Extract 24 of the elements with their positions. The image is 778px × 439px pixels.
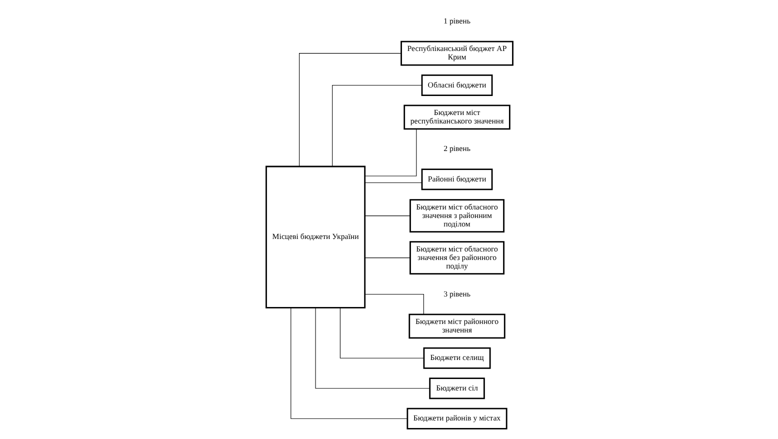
connector [364, 257, 410, 258]
connector [314, 307, 430, 388]
node-box: Місцеві бюджети України [265, 165, 366, 308]
node-box: Бюджети міст обласного значення з районним поділом [409, 198, 504, 232]
label: 3 рівень [443, 288, 470, 298]
label: 2 рівень [443, 144, 470, 153]
node-box: Бюджети міст районного значення [408, 313, 505, 338]
connector [290, 307, 408, 418]
connector [364, 182, 422, 183]
node-box: Бюджети міст республіканського значення [403, 104, 510, 130]
node-box: Обласні бюджети [420, 74, 492, 96]
connector [298, 52, 401, 166]
label: 1 рівень [443, 16, 470, 25]
node-box: Бюджети селищ [422, 346, 490, 368]
node-box: Республіканський бюджет АР Крим [400, 40, 513, 66]
node-box: Бюджети районів у містах [406, 407, 507, 429]
connector [364, 128, 416, 176]
connector [364, 215, 410, 216]
connector [339, 307, 424, 358]
connector [332, 84, 422, 166]
node-box: Районні бюджети [420, 168, 492, 190]
connector [364, 293, 424, 314]
node-box: Бюджети міст обласного значення без районного поділу [409, 240, 504, 274]
node-box: Бюджети сіл [428, 377, 484, 399]
